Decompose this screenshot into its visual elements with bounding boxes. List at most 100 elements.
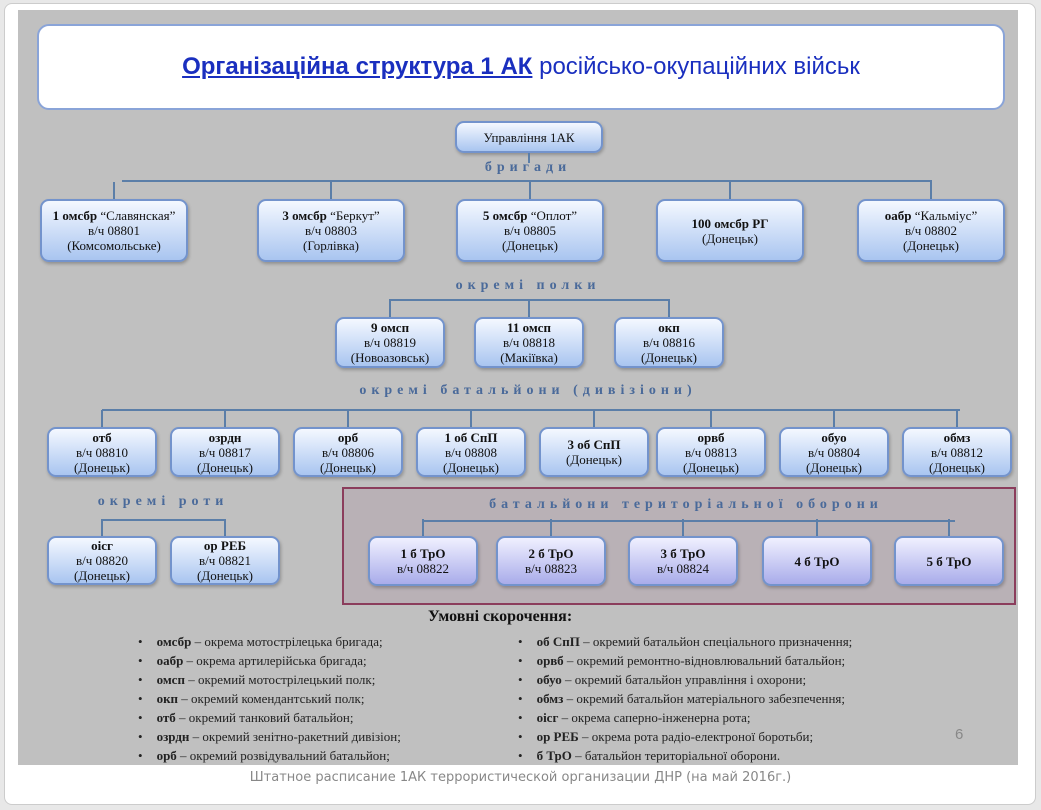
connector: [956, 410, 958, 427]
connector: [347, 410, 349, 427]
unit-name: ор РЕБ: [203, 538, 247, 553]
unit-name: 3 омсбр: [282, 208, 327, 223]
legend-item: окп – окремий комендантський полк;: [138, 689, 401, 708]
unit-number: в/ч 08813: [684, 444, 738, 460]
legend-item: омсп – окремий мотострілецький полк;: [138, 670, 401, 689]
legend-desc: – окремий батальйон управління і охорони…: [561, 672, 807, 687]
legend-abbr: озрдн: [156, 729, 190, 744]
connector: [224, 410, 226, 427]
connector: [948, 519, 950, 536]
legend-desc: – окремий танковий батальйон;: [175, 710, 354, 725]
connector: [389, 300, 391, 317]
unit-nickname: “Оплот”: [527, 208, 578, 223]
image-caption: Штатное расписание 1АК террористической …: [249, 770, 792, 785]
unit-name: 3 б ТрО: [660, 546, 706, 561]
unit-nickname: “Беркут”: [326, 208, 380, 223]
legend-abbr: об СпП: [536, 634, 580, 649]
unit-name: озрдн: [208, 429, 242, 445]
title-link[interactable]: Організаційна структура 1 АК: [182, 53, 533, 80]
tro-box: 4 б ТрО: [762, 536, 872, 586]
section-brigades: бригади: [484, 160, 572, 175]
brigades-box: 1 омсбр “Славянская”в/ч 08801(Комсомольс…: [40, 199, 188, 262]
unit-location: (Донецьк): [566, 452, 622, 467]
legend-desc: – окремий ремонтно-відновлювальний батал…: [563, 653, 846, 668]
connector: [330, 182, 332, 199]
unit-number: в/ч 08823: [524, 561, 578, 576]
unit-number: в/ч 08810: [75, 444, 129, 460]
unit-name: 4 б ТрО: [794, 553, 840, 569]
unit-number: в/ч 08818: [502, 335, 556, 350]
unit-name: 1 об СпП: [444, 429, 498, 445]
brigades-box: 100 омсбр РГ(Донецьк): [656, 199, 804, 262]
unit-name: 11 омсп: [507, 320, 551, 335]
legend-desc: – окремий батальйон матеріального забезп…: [563, 691, 845, 706]
unit-location: (Донецьк): [806, 459, 862, 475]
unit-name: 1 б ТрО: [400, 546, 446, 561]
legend-item: ор РЕБ – окрема рота радіо-електроної бо…: [518, 727, 852, 746]
unit-number: в/ч 08808: [444, 444, 498, 460]
unit-location: (Донецьк): [74, 459, 130, 475]
unit-name: 100 омсбр РГ: [691, 215, 769, 231]
unit-location: (Донецьк): [502, 238, 558, 253]
unit-name: 5 б ТрО: [926, 553, 972, 569]
legend-item: обмз – окремий батальйон матеріального з…: [518, 689, 852, 708]
connector: [930, 182, 932, 199]
unit-name: 1 омсбр: [52, 208, 98, 223]
unit-name: отб: [92, 429, 112, 445]
legend-desc: – окремий мотострілецький полк;: [184, 672, 376, 687]
legend-item: отб – окремий танковий батальйон;: [138, 708, 401, 727]
connector: [682, 519, 684, 536]
section-regiments: окремі полки: [455, 278, 601, 293]
unit-number: в/ч 08812: [930, 444, 984, 460]
connector: [668, 300, 670, 317]
connector: [729, 182, 731, 199]
connector: [101, 410, 103, 427]
legend-item: оісг – окрема саперно-інженерна рота;: [518, 708, 852, 727]
unit-location: (Донецьк): [903, 238, 959, 253]
connector: [550, 519, 552, 536]
unit-nickname: “Славянская”: [97, 208, 176, 223]
legend-right: об СпП – окремий батальйон спеціального …: [518, 632, 853, 765]
connector: [102, 409, 960, 411]
brigades-box: оабр “Кальміус”в/ч 08802(Донецьк): [857, 199, 1005, 262]
connector: [423, 520, 955, 522]
page-number: 6: [955, 726, 964, 743]
unit-number: в/ч 08805: [503, 223, 557, 238]
connector: [593, 410, 595, 427]
unit-number: в/ч 08820: [75, 553, 129, 568]
unit-name: орвб: [697, 429, 725, 445]
unit-location: (Новоазовськ): [350, 350, 430, 365]
slide-title: Організаційна структура 1 АК російсько-о…: [37, 24, 1005, 110]
tro-box: 5 б ТрО: [894, 536, 1004, 586]
legend-item: об СпП – окремий батальйон спеціального …: [518, 632, 853, 651]
legend-desc: – окрема саперно-інженерна рота;: [558, 710, 751, 725]
legend-desc: – окрема артилерійська бригада;: [183, 653, 367, 668]
unit-location: (Макіївка): [500, 350, 558, 365]
legend-left: омсбр – окрема мотострілецька бригада;оа…: [138, 632, 401, 765]
unit-number: в/ч 08801: [87, 223, 141, 238]
legend-abbr: оісг: [536, 710, 559, 725]
unit-name: 2 б ТрО: [528, 546, 574, 561]
legend-abbr: окп: [156, 691, 179, 706]
unit-number: в/ч 08802: [904, 223, 958, 238]
legend-abbr: б ТрО: [536, 748, 572, 763]
legend-item: озрдн – окремий зенітно-ракетний дивізіо…: [138, 727, 401, 746]
title-rest: російсько-окупаційних військ: [532, 53, 860, 80]
unit-location: (Донецьк): [197, 459, 253, 475]
unit-location: (Донецьк): [197, 568, 253, 583]
legend-desc: – окремий комендантський полк;: [178, 691, 365, 706]
legend-item: б ТрО – батальйон територіальної оборони…: [518, 746, 852, 765]
legend-abbr: орб: [156, 748, 177, 763]
legend-title: Умовні скорочення:: [428, 608, 573, 625]
unit-name: обуо: [821, 429, 847, 445]
